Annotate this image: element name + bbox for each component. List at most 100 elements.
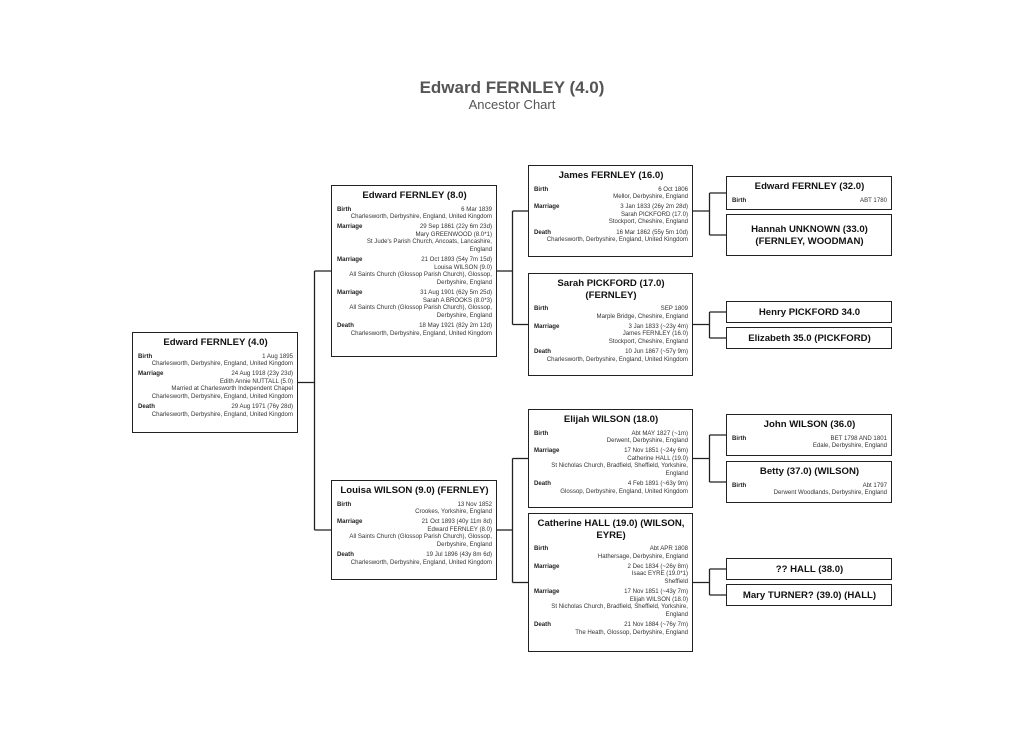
event-details: 19 Jul 1896 (43y 8m 6d)Charlesworth, Der… (337, 551, 492, 566)
event-detail-line: Sarah PICKFORD (17.0) (620, 210, 688, 218)
event-detail-line: 6 Mar 1839 (461, 205, 492, 213)
person-name: John WILSON (36.0) (763, 419, 856, 430)
event-detail-line: 21 Oct 1893 (40y 11m 8d) (421, 518, 492, 526)
event-detail-line: 1 Aug 1895 (262, 352, 293, 360)
event-detail-line: Marple Bridge, Cheshire, England (596, 312, 688, 320)
event-detail-line: Mary GREENWOOD (8.0*1) (415, 230, 492, 238)
event-details: 3 Jan 1833 (~23y 4m)James FERNLEY (16.0)… (534, 323, 688, 346)
event-details: 2 Dec 1834 (~26y 8m)Isaac EYRE (19.0*1)S… (534, 563, 688, 586)
person-name: Edward FERNLEY (32.0) (754, 181, 865, 192)
event-detail-line: 17 Nov 1851 (~24y 6m) (624, 447, 688, 455)
person-name: Edward FERNLEY (8.0) (362, 190, 467, 201)
event-detail-line: Mellor, Derbyshire, England (613, 193, 688, 201)
event-detail-line: 24 Aug 1918 (23y 23d) (231, 370, 293, 378)
event-detail-line: Married at Charlesworth Independent Chap… (171, 385, 293, 393)
event-detail-line: Sarah A BROOKS (8.0*3) (422, 296, 492, 304)
person-name: Elijah WILSON (18.0) (563, 414, 659, 425)
person-name: James FERNLEY (16.0) (558, 170, 664, 181)
event-detail-line: Abt 1797 (862, 481, 887, 489)
event-detail-line: 6 Oct 1806 (658, 185, 688, 193)
event-details: 4 Feb 1891 (~63y 9m)Glossop, Derbyshire,… (534, 480, 688, 495)
event-detail-line: Abt MAY 1827 (~1m) (631, 429, 688, 437)
event-detail-line: 19 Jul 1896 (43y 8m 6d) (426, 551, 492, 559)
event-details: 18 May 1921 (82y 2m 12d)Charlesworth, De… (337, 322, 492, 337)
person-box-mary-39: Mary TURNER? (39.0) (HALL) (726, 584, 892, 606)
person-name: Louisa WILSON (9.0) (FERNLEY) (340, 485, 489, 496)
event-detail-line: Louisa WILSON (9.0) (434, 263, 492, 271)
event-detail-line: Abt APR 1808 (649, 545, 688, 552)
event-detail-line: Charlesworth, Derbyshire, England, Unite… (151, 360, 293, 368)
event-details: 21 Nov 1884 (~76y 7m)The Heath, Glossop,… (534, 621, 688, 636)
event-detail-line: 3 Jan 1833 (~23y 4m) (628, 322, 688, 330)
event-details: 21 Oct 1893 (54y 7m 15d)Louisa WILSON (9… (337, 256, 492, 286)
person-name: Mary TURNER? (39.0) (HALL) (742, 589, 877, 601)
event-detail-line: Derwent, Derbyshire, England (606, 437, 688, 445)
event-detail-line: Edward FERNLEY (8.0) (427, 525, 492, 533)
event-detail-line: Derbyshire, England (436, 541, 492, 549)
event-detail-line: St Nicholas Church, Bradfield, Sheffield… (551, 603, 688, 611)
event-detail-line: Catherine HALL (19.0) (627, 454, 688, 462)
person-name: Elizabeth 35.0 (PICKFORD) (748, 332, 871, 344)
event-details: 17 Nov 1851 (~24y 6m)Catherine HALL (19.… (534, 447, 688, 477)
person-name: Catherine HALL (19.0) (WILSON, EYRE) (537, 518, 685, 541)
event-detail-line: Charlesworth, Derbyshire, England, Unite… (151, 393, 293, 401)
person-box-elizabeth-35: Elizabeth 35.0 (PICKFORD) (726, 327, 892, 349)
person-box-catherine-19: Catherine HALL (19.0) (WILSON, EYRE) Birt… (528, 513, 693, 652)
person-name: Betty (37.0) (WILSON) (759, 466, 860, 477)
event-detail-line: Charlesworth, Derbyshire, England, Unite… (350, 558, 492, 566)
person-name: Edward FERNLEY (4.0) (163, 337, 268, 348)
event-detail-line: Hathersage, Derbyshire, England (597, 552, 688, 560)
chart-title: Edward FERNLEY (4.0) (419, 78, 605, 97)
event-detail-line: All Saints Church (Glossop Parish Church… (349, 533, 492, 541)
event-detail-line: 10 Jun 1867 (~57y 9m) (625, 348, 688, 356)
event-detail-line: Glossop, Derbyshire, England, United Kin… (560, 487, 688, 495)
person-name: ?? HALL (38.0) (775, 563, 844, 575)
event-detail-line: England (665, 610, 688, 618)
event-details: 31 Aug 1901 (62y 5m 25d)Sarah A BROOKS (… (337, 289, 492, 319)
event-details: 3 Jan 1833 (26y 2m 28d)Sarah PICKFORD (1… (534, 203, 688, 226)
event-detail-line: All Saints Church (Glossop Parish Church… (349, 271, 492, 279)
event-detail-line: 3 Jan 1833 (26y 2m 28d) (620, 203, 688, 211)
event-details: ABT 1780 (732, 197, 887, 205)
event-detail-line: SEP 1809 (660, 305, 688, 312)
person-name: Sarah PICKFORD (17.0) (FERNLEY) (557, 278, 665, 301)
event-detail-line: 13 Nov 1852 (457, 500, 492, 508)
event-detail-line: 21 Nov 1884 (~76y 7m) (624, 621, 688, 629)
event-detail-line: St Jude's Parish Church, Ancoats, Lancas… (366, 238, 492, 246)
event-detail-line: 21 Oct 1893 (54y 7m 15d) (421, 256, 492, 264)
event-detail-line: Charlesworth, Derbyshire, England, Unite… (546, 236, 688, 244)
event-detail-line: Derwent Woodlands, Derbyshire, England (773, 489, 887, 497)
event-detail-line: The Heath, Glossop, Derbyshire, England (575, 628, 688, 636)
event-detail-line: 2 Dec 1834 (~26y 8m) (627, 562, 688, 570)
person-name: Hannah UNKNOWN (33.0) (FERNLEY, WOODMAN) (751, 224, 868, 247)
